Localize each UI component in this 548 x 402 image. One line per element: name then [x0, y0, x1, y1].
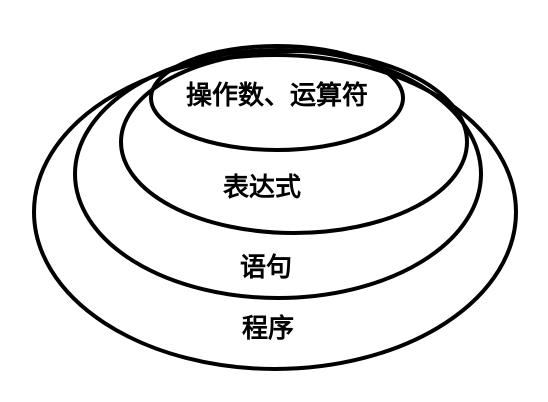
expression-label: 表达式 — [223, 173, 301, 203]
operands-ring — [149, 44, 405, 152]
program-ring — [32, 53, 518, 371]
program-label: 程序 — [242, 313, 294, 344]
operands-label: 操作数、运算符 — [186, 80, 368, 111]
statement-label: 语句 — [240, 253, 292, 283]
expression-ring — [119, 49, 469, 235]
